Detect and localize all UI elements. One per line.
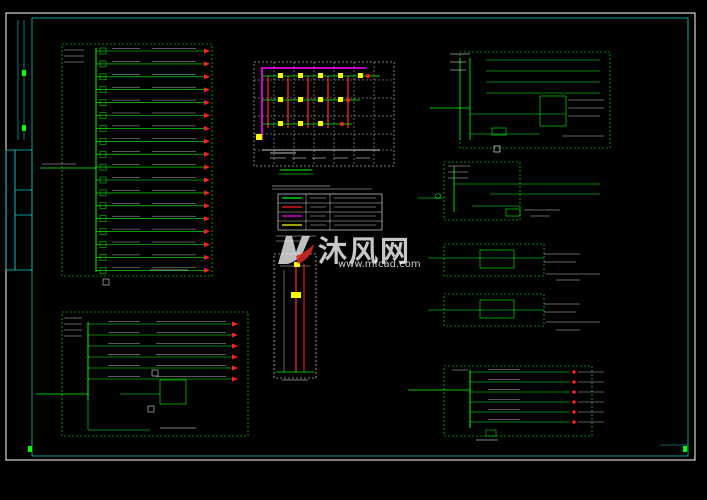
feeder-arrow xyxy=(232,376,238,382)
breaker xyxy=(99,73,107,81)
feeder-terminal xyxy=(572,410,576,414)
breaker xyxy=(99,267,107,274)
panel-enclosure xyxy=(443,365,593,437)
breaker xyxy=(99,241,107,248)
feeder-arrow xyxy=(204,48,210,54)
watermark-name: 沐风网 xyxy=(318,234,412,268)
breaker xyxy=(99,228,107,235)
breaker xyxy=(99,202,107,210)
feeder-arrow xyxy=(204,100,210,106)
feeder-terminal xyxy=(572,380,576,384)
panel-enclosure xyxy=(61,311,249,437)
panel-tag xyxy=(147,405,155,413)
breaker xyxy=(99,150,107,158)
feeder-arrow xyxy=(232,354,238,360)
feeder-arrow xyxy=(204,87,210,93)
feeder-arrow xyxy=(232,343,238,349)
feeder-arrow xyxy=(204,164,210,170)
feeder-arrow xyxy=(204,151,210,157)
breaker xyxy=(99,254,107,261)
feeder-arrow xyxy=(232,321,238,327)
feeder-arrow xyxy=(204,229,210,235)
feeder-arrow xyxy=(204,242,210,247)
feeder-arrow xyxy=(204,74,210,80)
inner-border xyxy=(31,17,689,457)
meter-box xyxy=(159,379,187,405)
panel-tag xyxy=(102,278,110,286)
breaker xyxy=(99,86,107,93)
mfcad-logo-icon xyxy=(278,236,314,264)
right-middle-panel-diagram xyxy=(418,161,600,221)
meter-box xyxy=(485,429,497,437)
watermark: 沐风网 www.mfcad.com xyxy=(272,228,432,272)
feeder-terminal xyxy=(572,370,576,374)
bottom-right-panel-diagram xyxy=(408,365,604,441)
left-title-strip xyxy=(5,149,33,271)
feeder-arrow xyxy=(204,177,210,183)
bottom-left-panel-diagram xyxy=(36,311,249,437)
feeder-arrow xyxy=(232,332,238,338)
riser-diagram xyxy=(273,253,317,381)
breaker xyxy=(99,47,107,55)
panel-enclosure xyxy=(61,43,213,277)
feeder-arrow xyxy=(204,216,210,222)
feeder-arrow xyxy=(232,365,238,371)
breaker xyxy=(99,125,107,132)
breaker xyxy=(99,176,107,184)
feeder-arrow xyxy=(204,203,210,209)
feeder-arrow xyxy=(204,113,210,118)
feeder-terminal xyxy=(572,390,576,394)
breaker xyxy=(99,112,107,119)
feeder-arrow xyxy=(204,267,210,273)
breaker xyxy=(99,60,107,68)
feeder-arrow xyxy=(204,125,210,131)
breaker xyxy=(99,215,107,222)
right-top-panel-diagram xyxy=(430,51,611,153)
feeder-arrow xyxy=(204,254,210,260)
feeder-arrow xyxy=(204,190,210,196)
watermark-url: www.mfcad.com xyxy=(338,259,421,270)
right-small-panels xyxy=(428,243,600,331)
breaker xyxy=(99,189,107,197)
main-distribution-panel-diagram xyxy=(40,43,213,286)
panel-tag xyxy=(151,369,159,377)
breaker xyxy=(99,138,107,145)
breaker xyxy=(99,99,107,106)
feeder-arrow xyxy=(204,138,210,144)
feeder-arrow xyxy=(204,61,210,67)
feeder-terminal xyxy=(572,400,576,404)
breaker xyxy=(99,163,107,171)
fire-pump-control-grid xyxy=(253,61,395,175)
feeder-terminal xyxy=(572,420,576,424)
